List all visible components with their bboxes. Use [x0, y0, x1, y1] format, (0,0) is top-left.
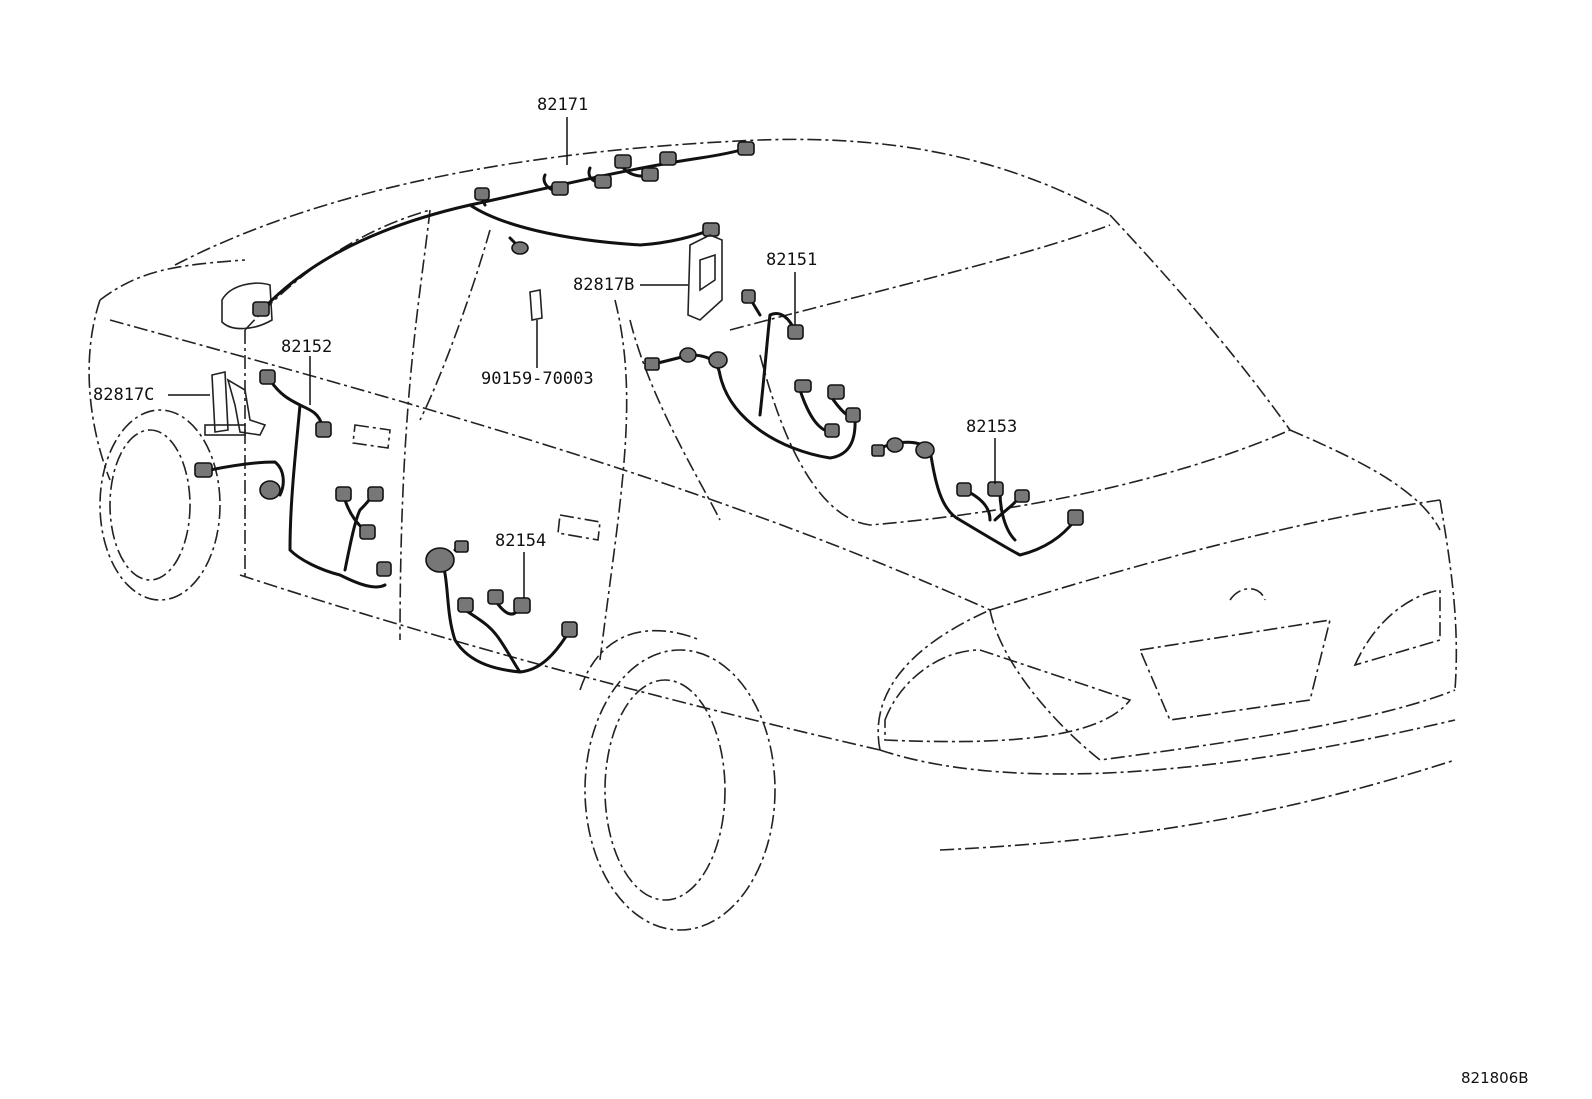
connector	[513, 597, 531, 614]
connector	[641, 167, 659, 182]
harness-82151	[644, 289, 861, 460]
connector	[594, 174, 612, 189]
callout-82817b: 82817B	[573, 275, 634, 295]
connector	[359, 524, 376, 540]
connector	[824, 423, 840, 438]
diagram-reference-number: 821806B	[1461, 1069, 1529, 1087]
connector	[474, 187, 490, 201]
connector	[487, 589, 504, 605]
connector	[511, 241, 529, 255]
bracket-82817b	[687, 234, 723, 321]
connector	[987, 481, 1004, 497]
callout-82153: 82153	[966, 417, 1017, 437]
connector	[425, 547, 455, 573]
connector	[335, 486, 352, 502]
callout-82151: 82151	[766, 250, 817, 270]
harness-82154	[425, 540, 578, 674]
callout-82154: 82154	[495, 531, 546, 551]
connector	[457, 597, 474, 613]
clip-90159-70003	[529, 289, 543, 368]
connector	[886, 437, 904, 453]
bracket-82817c	[204, 371, 267, 436]
connector	[454, 540, 469, 553]
connector	[741, 289, 756, 304]
connector	[367, 486, 384, 502]
connector	[644, 357, 660, 371]
connector	[702, 222, 720, 237]
car-body-outline	[88, 138, 1458, 931]
connector	[315, 421, 332, 438]
connector	[259, 369, 276, 385]
harness-82152	[194, 369, 392, 589]
callout-82817c: 82817C	[93, 385, 154, 405]
connector	[376, 561, 392, 577]
connector	[659, 151, 677, 166]
connector	[915, 441, 935, 459]
callout-82152: 82152	[281, 337, 332, 357]
connector	[1014, 489, 1030, 503]
callout-82171: 82171	[537, 95, 588, 115]
connector	[956, 482, 972, 497]
connector	[1067, 509, 1084, 526]
connector	[845, 407, 861, 423]
connector	[551, 181, 569, 196]
connector	[871, 444, 885, 457]
leader-lines	[168, 117, 996, 598]
connector	[614, 154, 632, 169]
connector	[794, 379, 812, 393]
connector	[827, 384, 845, 400]
connector	[737, 141, 755, 156]
harness-82171	[252, 141, 755, 317]
harness-82153	[871, 437, 1084, 557]
connector	[194, 462, 213, 478]
connector	[708, 351, 728, 369]
connector	[259, 480, 281, 500]
connector	[252, 301, 270, 317]
connector	[561, 621, 578, 638]
connector	[787, 324, 804, 340]
connector	[679, 347, 697, 363]
callout-90159-70003: 90159-70003	[481, 369, 594, 389]
